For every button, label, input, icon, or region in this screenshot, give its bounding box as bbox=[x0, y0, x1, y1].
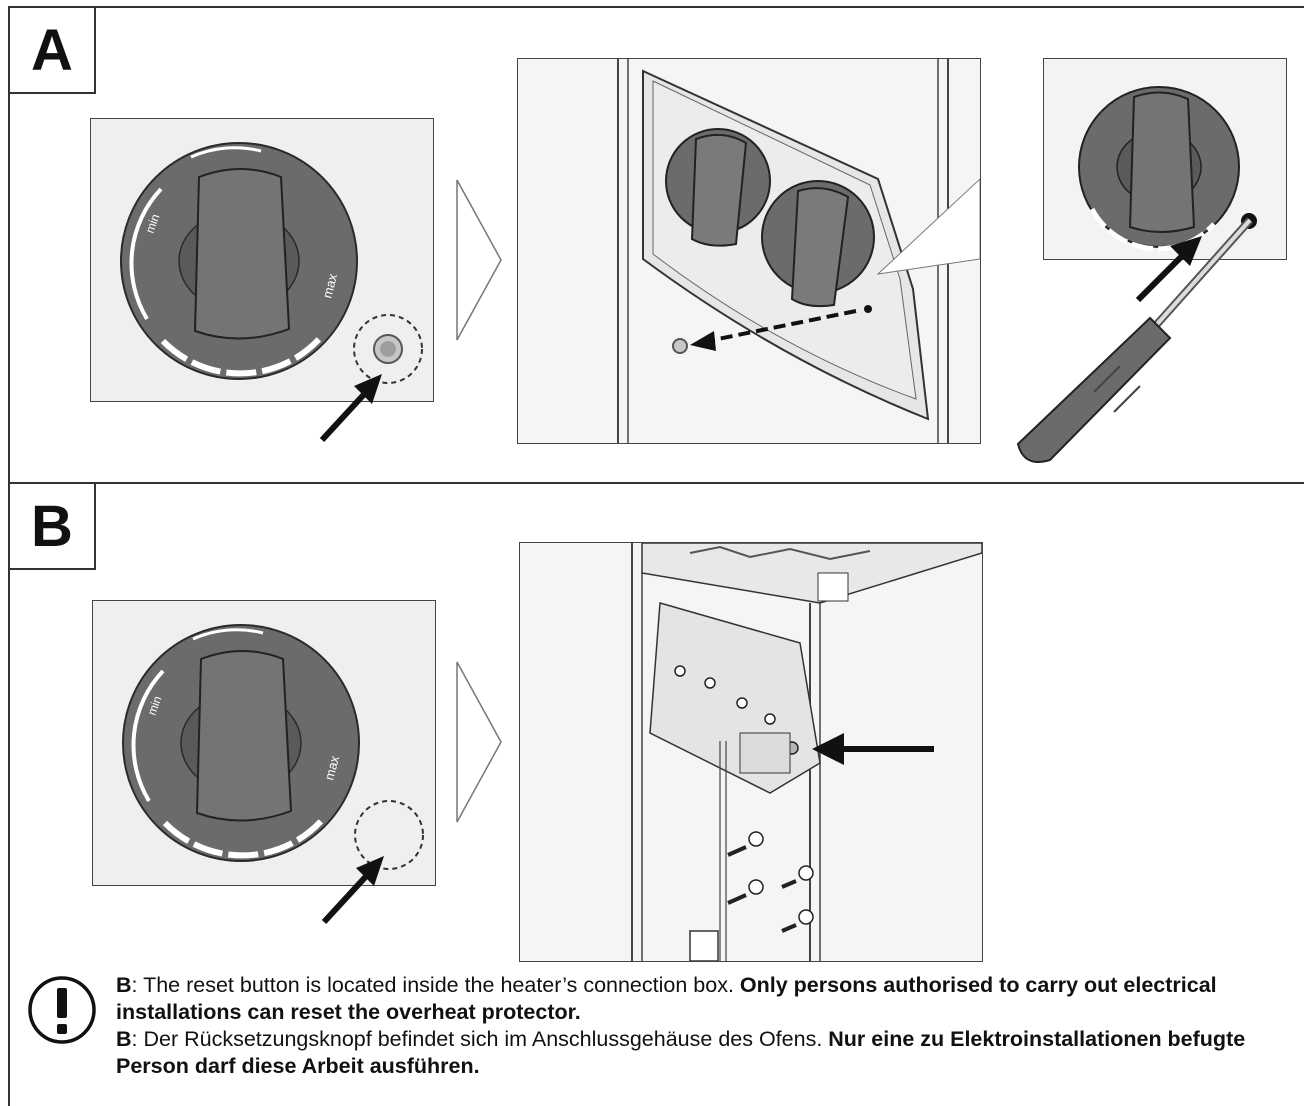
notice-german: B: Der Rücksetzungsknopf befindet sich i… bbox=[116, 1026, 1286, 1080]
connection-box-illustration bbox=[631, 543, 982, 961]
next-step-arrow-a bbox=[456, 179, 502, 341]
notice-german-bold: Nur eine zu Elektroinstallationen befugt… bbox=[116, 1027, 1246, 1078]
knob-illustration-b: min max bbox=[122, 624, 424, 870]
panel-a-heater bbox=[517, 58, 981, 444]
min-label-b: min bbox=[145, 694, 165, 717]
notice-german-prefix: B bbox=[116, 1027, 132, 1051]
next-step-arrow-b bbox=[456, 661, 502, 823]
notice-english-text: : The reset button is located inside the… bbox=[131, 973, 740, 997]
panel-b-knob: min max bbox=[92, 600, 436, 886]
knob-illustration-a: min max bbox=[120, 142, 423, 384]
max-label-b: max bbox=[321, 754, 342, 782]
notice-english-bold: Only persons authorised to carry out ele… bbox=[116, 973, 1217, 1024]
exclamation-icon bbox=[28, 976, 96, 1044]
pointer-arrow-b bbox=[321, 856, 384, 925]
screwdriver-illustration bbox=[1016, 217, 1253, 463]
notice-text: B: The reset button is located inside th… bbox=[116, 972, 1286, 1080]
panel-b-connection-box bbox=[519, 542, 983, 962]
frame-top bbox=[8, 6, 1304, 8]
notice-english: B: The reset button is located inside th… bbox=[116, 972, 1286, 1026]
frame-left bbox=[8, 6, 10, 1106]
knob-zoom-illustration bbox=[1078, 86, 1257, 252]
section-a-label: A bbox=[10, 8, 96, 94]
heater-front-illustration bbox=[617, 59, 980, 443]
notice-german-text: : Der Rücksetzungsknopf befindet sich im… bbox=[131, 1027, 829, 1051]
pointer-arrow-a bbox=[319, 374, 382, 443]
notice-english-prefix: B bbox=[116, 973, 132, 997]
section-b-label: B bbox=[10, 484, 96, 570]
panel-a-knob: min max bbox=[90, 118, 434, 402]
max-label: max bbox=[319, 272, 340, 300]
min-label: min bbox=[143, 212, 163, 235]
section-divider bbox=[8, 482, 1304, 484]
